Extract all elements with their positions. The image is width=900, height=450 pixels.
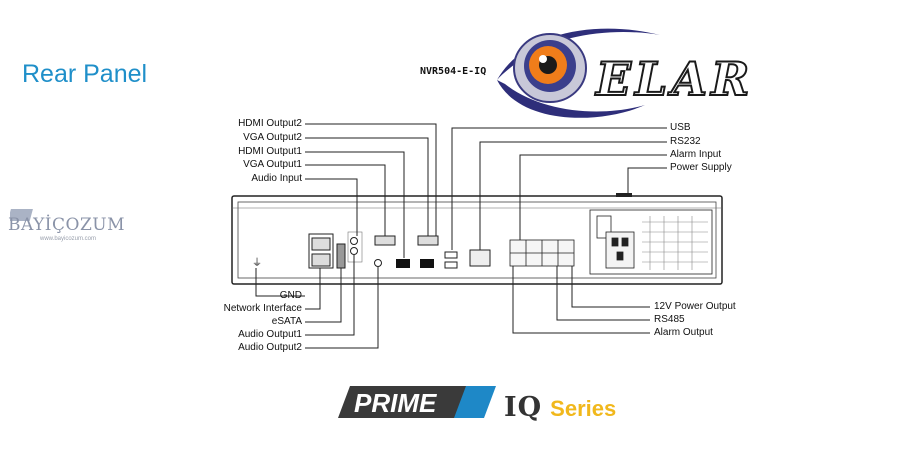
series-name: IQ Series [504, 392, 616, 423]
vga-output2-port [417, 235, 439, 246]
esata-port [336, 243, 346, 269]
model-number: NVR504-E-IQ [420, 66, 487, 77]
watermark-url: www.bayicozum.com [40, 236, 97, 242]
audio-input-jack [350, 237, 358, 245]
label-vga-output1: VGA Output1 [243, 159, 302, 170]
label-audio-output1: Audio Output1 [238, 329, 302, 340]
label-network-interface: Network Interface [223, 303, 302, 314]
watermark-logo-icon [10, 205, 40, 225]
alarm-terminal-block [509, 239, 575, 267]
label-usb: USB [670, 122, 691, 133]
power-supply-module [589, 209, 713, 275]
label-power-supply: Power Supply [670, 162, 732, 173]
hdmi-output2-port [420, 259, 434, 268]
label-esata: eSATA [271, 316, 302, 327]
iq-text: IQ [504, 392, 543, 423]
label-rs232: RS232 [670, 136, 701, 147]
label-alarm-output: Alarm Output [654, 327, 713, 338]
label-vga-output2: VGA Output2 [243, 132, 302, 143]
prime-text: PRIME [354, 388, 437, 418]
audio-output1-jack [350, 247, 358, 255]
rs232-port [469, 249, 491, 267]
hdmi-output1-port [396, 259, 410, 268]
usb-port-1 [444, 251, 458, 259]
prime-badge: PRIME [338, 386, 496, 418]
label-hdmi-output2: HDMI Output2 [238, 118, 302, 129]
label-hdmi-output1: HDMI Output1 [238, 146, 302, 157]
watermark-brand: BAYİÇOZUM [8, 215, 126, 235]
series-text: Series [550, 396, 617, 421]
label-audio-input: Audio Input [251, 173, 302, 184]
audio-output2-jack [374, 259, 382, 267]
leader-lines [255, 123, 667, 349]
label-gnd: GND [279, 290, 302, 301]
gnd-icon: ⏚ [252, 257, 262, 269]
page-title: Rear Panel [22, 60, 148, 88]
network-ports [308, 233, 334, 269]
label-rs485: RS485 [654, 314, 685, 325]
vga-output1-port [374, 235, 396, 246]
label-alarm-input: Alarm Input [670, 149, 722, 160]
label-12v-power-output: 12V Power Output [654, 301, 736, 312]
usb-port-2 [444, 261, 458, 269]
label-audio-output2: Audio Output2 [238, 342, 302, 353]
